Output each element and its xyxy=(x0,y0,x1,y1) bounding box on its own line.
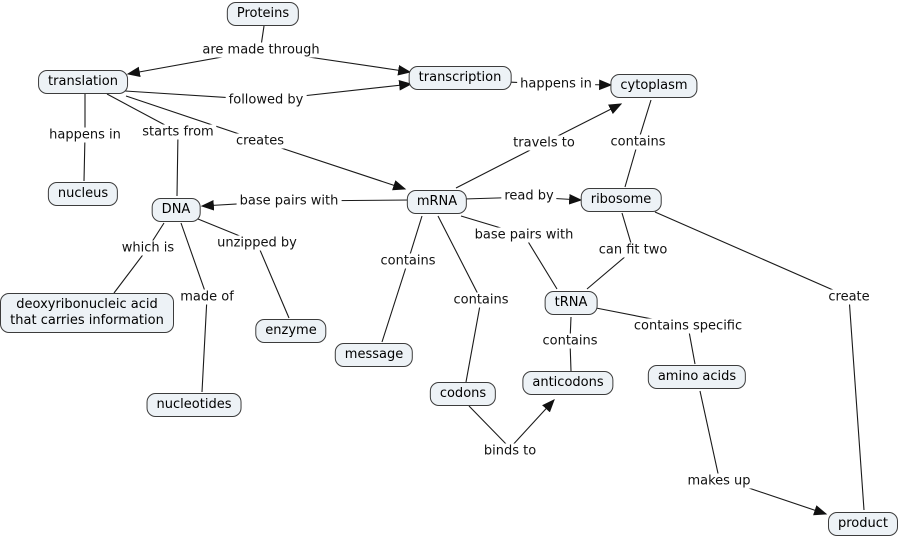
edge-label-can-fit-two[interactable]: can fit two xyxy=(595,242,671,258)
edge-label-happens-in-cytoplasm[interactable]: happens in xyxy=(517,76,595,92)
edge-binds-to-line xyxy=(468,399,555,449)
node-ribosome[interactable]: ribosome xyxy=(580,188,662,212)
node-nucleus[interactable]: nucleus xyxy=(47,182,119,206)
node-proteins[interactable]: Proteins xyxy=(226,2,300,26)
node-trna[interactable]: tRNA xyxy=(544,291,598,315)
node-deoxyribonucleic-acid[interactable]: deoxyribonucleic acid that carries infor… xyxy=(0,293,174,333)
edge-label-are-made-through[interactable]: are made through xyxy=(199,42,323,58)
edge-label-starts-from[interactable]: starts from xyxy=(139,124,217,140)
edge-label-read-by[interactable]: read by xyxy=(501,188,557,204)
edge-label-contains-message[interactable]: contains xyxy=(377,253,439,269)
edge-label-base-pairs-with-dna[interactable]: base pairs with xyxy=(236,193,342,209)
node-transcription[interactable]: transcription xyxy=(408,66,512,90)
edge-which-is-line xyxy=(113,222,165,294)
edge-label-made-of[interactable]: made of xyxy=(177,289,237,305)
edge-label-binds-to[interactable]: binds to xyxy=(480,443,540,459)
edge-made-of-line xyxy=(180,222,208,393)
node-translation[interactable]: translation xyxy=(38,70,128,94)
edge-label-makes-up[interactable]: makes up xyxy=(684,473,754,489)
edge-label-contains-anticodons[interactable]: contains xyxy=(539,333,601,349)
node-message[interactable]: message xyxy=(334,343,414,367)
edge-create-line xyxy=(654,211,865,511)
edge-label-which-is[interactable]: which is xyxy=(118,240,178,256)
edge-contains-message-line xyxy=(381,215,423,343)
edge-label-unzipped-by[interactable]: unzipped by xyxy=(214,235,300,251)
node-mrna[interactable]: mRNA xyxy=(406,190,468,214)
edge-label-base-pairs-with-trna[interactable]: base pairs with xyxy=(471,227,577,243)
edge-label-contains-specific[interactable]: contains specific xyxy=(630,318,746,334)
edge-label-creates[interactable]: creates xyxy=(232,133,288,149)
edge-makes-up-line xyxy=(699,390,828,516)
edge-contains-specific-line xyxy=(595,307,696,365)
node-nucleotides[interactable]: nucleotides xyxy=(146,393,242,417)
node-codons[interactable]: codons xyxy=(429,382,497,406)
edge-label-happens-in-nucleus[interactable]: happens in xyxy=(46,127,124,143)
node-cytoplasm[interactable]: cytoplasm xyxy=(610,74,698,98)
node-enzyme[interactable]: enzyme xyxy=(255,319,327,343)
node-dna[interactable]: DNA xyxy=(151,198,201,222)
edge-label-contains-codons[interactable]: contains xyxy=(450,292,512,308)
edge-label-followed-by[interactable]: followed by xyxy=(225,92,307,108)
edge-starts-from-line xyxy=(106,93,179,197)
node-product[interactable]: product xyxy=(827,512,898,536)
edge-label-create[interactable]: create xyxy=(825,289,873,305)
edge-label-travels-to[interactable]: travels to xyxy=(510,135,578,151)
node-anticodons[interactable]: anticodons xyxy=(522,371,614,395)
node-amino-acids[interactable]: amino acids xyxy=(647,365,747,389)
edge-label-contains-ribosome[interactable]: contains xyxy=(607,134,669,150)
